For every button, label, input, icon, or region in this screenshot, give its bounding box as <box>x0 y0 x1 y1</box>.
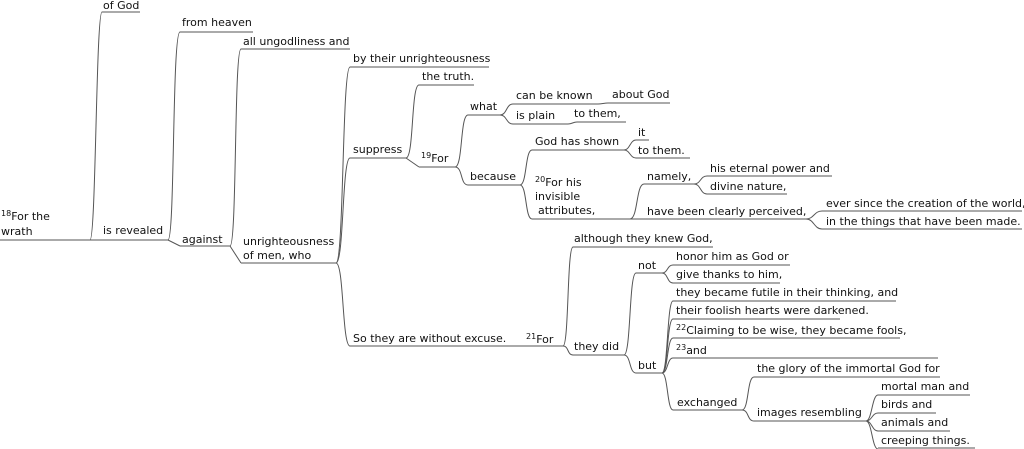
node-foolish: their foolish hearts were darkened. <box>676 304 869 317</box>
node-all-ungodliness: all ungodliness and <box>243 35 350 48</box>
node-root: 18For the <box>1 209 50 223</box>
node-19-for: 19For <box>421 151 449 165</box>
node-but: but <box>638 359 657 372</box>
node-20-for: 20For his <box>535 175 582 189</box>
node-20-for-line2: invisible <box>535 190 580 203</box>
node-can-be-known: can be known <box>516 89 593 102</box>
node-root-line2: wrath <box>1 225 33 238</box>
node-22-claiming: 22Claiming to be wise, they became fools… <box>676 323 906 337</box>
node-animals: animals and <box>881 416 948 429</box>
node-23-and: 23and <box>676 343 707 357</box>
node-give-thanks: give thanks to him, <box>676 268 782 281</box>
node-exchanged: exchanged <box>677 396 737 409</box>
node-although: although they knew God, <box>574 232 713 245</box>
node-it: it <box>638 126 646 139</box>
node-clearly-perceived: have been clearly perceived, <box>647 205 806 218</box>
node-god-has-shown: God has shown <box>535 135 619 148</box>
node-glory: the glory of the immortal God for <box>757 362 940 375</box>
connector-lines <box>0 11 1022 449</box>
node-things-made: in the things that have been made. <box>826 215 1021 228</box>
node-mortal-man: mortal man and <box>881 380 969 393</box>
node-suppress: suppress <box>353 143 402 156</box>
node-the-truth: the truth. <box>422 70 474 83</box>
node-about-god: about God <box>612 88 669 101</box>
node-namely: namely, <box>647 170 691 183</box>
node-to-them-2: to them. <box>638 144 685 157</box>
node-without-excuse: So they are without excuse. <box>353 332 506 345</box>
node-ever-since: ever since the creation of the world, <box>826 197 1024 210</box>
node-to-them-1: to them, <box>574 107 621 120</box>
node-they-did: they did <box>574 340 619 353</box>
node-is-revealed: is revealed <box>103 224 163 237</box>
node-eternal-power: his eternal power and <box>710 162 830 175</box>
node-divine-nature: divine nature, <box>710 180 786 193</box>
node-against: against <box>182 233 223 246</box>
node-creeping: creeping things. <box>881 434 970 447</box>
node-from-heaven: from heaven <box>182 16 252 29</box>
node-futile: they became futile in their thinking, an… <box>676 286 898 299</box>
node-unrighteousness-line2: of men, who <box>243 249 312 262</box>
node-honor: honor him as God or <box>676 250 789 263</box>
node-because: because <box>470 170 516 183</box>
node-is-plain: is plain <box>516 109 555 122</box>
node-birds: birds and <box>881 398 932 411</box>
node-by-their: by their unrighteousness <box>353 52 491 65</box>
node-20-for-line3: attributes, <box>538 204 595 217</box>
node-21-for: 21For <box>526 332 554 346</box>
node-of-god: of God <box>103 0 139 12</box>
node-images: images resembling <box>757 406 862 419</box>
node-what: what <box>470 100 498 113</box>
node-not: not <box>638 259 657 272</box>
node-unrighteousness: unrighteousness <box>243 235 334 248</box>
